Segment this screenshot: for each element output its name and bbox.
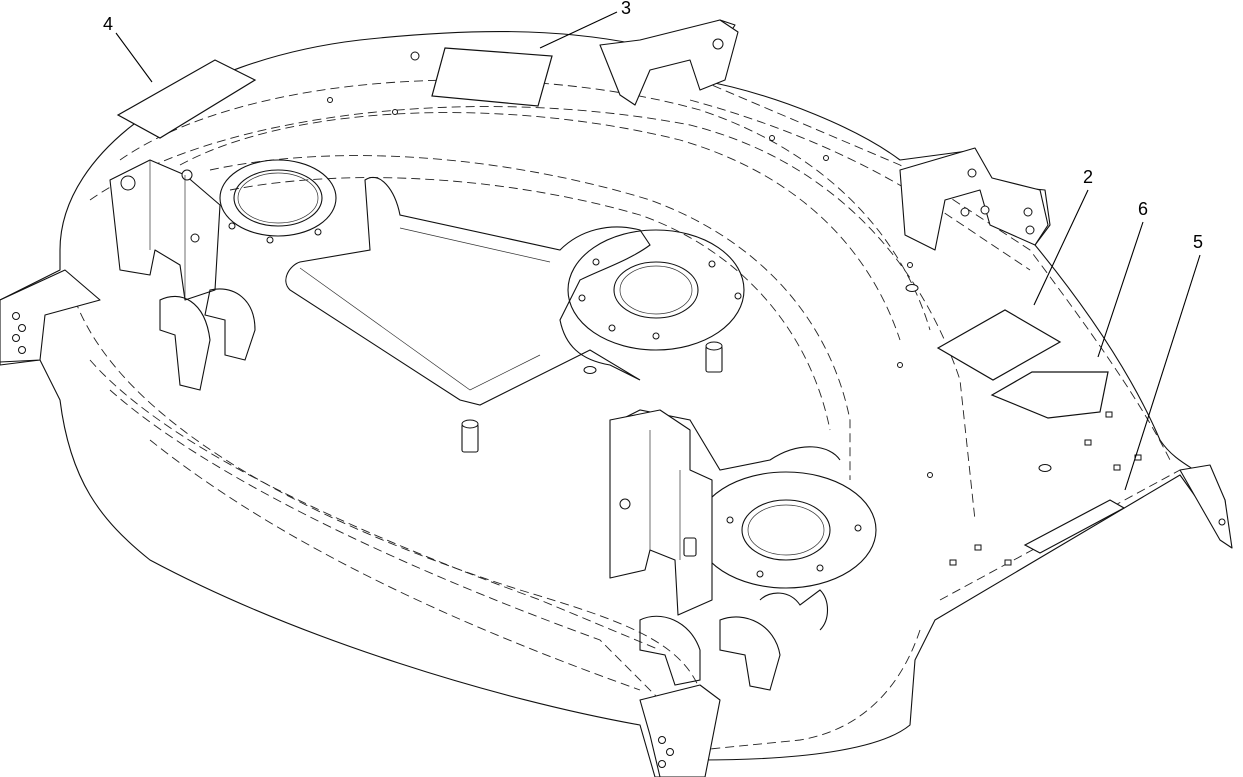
deck-center-channel xyxy=(209,155,851,480)
studs xyxy=(461,341,723,557)
decal-2 xyxy=(936,309,1062,381)
center-bracket xyxy=(609,409,713,616)
deck-rim-lower-2 xyxy=(89,359,661,651)
deck-inner-arc-2 xyxy=(179,112,901,341)
decal-3 xyxy=(431,47,553,107)
spindle-left xyxy=(219,159,337,244)
bottom-mount-bracket xyxy=(639,684,721,777)
leader-lines xyxy=(115,11,1201,491)
leader-2 xyxy=(1033,189,1089,306)
deck-inner-arc-1 xyxy=(119,79,931,331)
deck-lower-right-edge-2 xyxy=(699,629,921,751)
decal-6 xyxy=(990,371,1109,419)
upper-right-bracket xyxy=(599,19,1049,251)
leader-4 xyxy=(115,32,153,83)
callout-4: 4 xyxy=(103,14,113,34)
callout-3: 3 xyxy=(621,0,631,18)
decal-4 xyxy=(116,59,257,139)
deck-right-edge xyxy=(699,79,1171,461)
leader-5 xyxy=(1124,254,1201,491)
deck-rim-lower xyxy=(74,299,701,691)
lower-ribs xyxy=(159,288,781,691)
left-mount-bracket xyxy=(0,269,101,363)
left-frame-bracket xyxy=(109,159,221,301)
callout-5: 5 xyxy=(1193,232,1203,252)
callout-labels: 2 3 4 5 6 xyxy=(103,0,1203,252)
leader-3 xyxy=(539,11,618,49)
deck-rim-lower-3 xyxy=(109,389,661,701)
decal-5 xyxy=(1023,499,1126,554)
callout-2: 2 xyxy=(1083,167,1093,187)
callout-6: 6 xyxy=(1138,199,1148,219)
spindle-center xyxy=(567,229,745,351)
deck-fastener-holes xyxy=(327,51,1142,566)
deck-lower-right-edge xyxy=(939,469,1181,601)
right-skid xyxy=(1179,464,1233,549)
deck-inner-arc-3 xyxy=(89,106,976,521)
leader-6 xyxy=(1097,221,1144,358)
belt-cover-frame xyxy=(285,176,841,631)
